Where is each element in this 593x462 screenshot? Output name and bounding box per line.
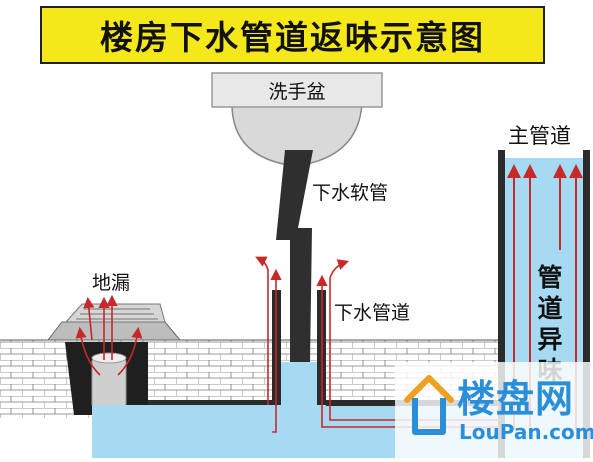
label-floor-drain: 地漏 — [92, 272, 131, 294]
label-hose: 下水软管 — [312, 182, 389, 204]
watermark: 楼盘网 LouPan.com — [395, 362, 593, 458]
watermark-url: LouPan.com — [459, 420, 593, 444]
diagram-title: 楼房下水管道返味示意图 — [100, 18, 485, 57]
floor-drain — [46, 303, 272, 435]
watermark-brand: 楼盘网 — [457, 377, 575, 421]
house-logo-icon — [404, 375, 454, 435]
basin-slab — [211, 72, 383, 108]
label-basin: 洗手盆 — [268, 80, 326, 103]
label-main-pipe: 主管道 — [508, 124, 571, 148]
drain-hose — [276, 150, 313, 362]
title-banner: 楼房下水管道返味示意图 — [40, 6, 545, 64]
floor-drain-arrows — [75, 294, 143, 376]
label-drain-pipe: 下水管道 — [334, 302, 411, 324]
